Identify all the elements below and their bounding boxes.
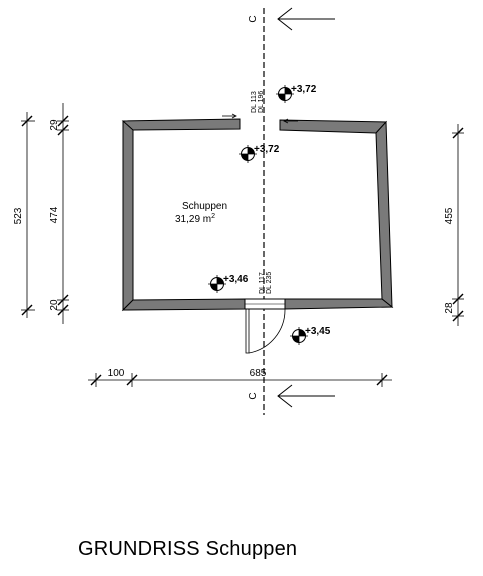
dimension-left-chain: 29 474 20 — [49, 103, 69, 324]
section-letter-top: C — [248, 15, 259, 22]
dim-bottom-total: 685 — [250, 368, 267, 379]
opening-label-line2: DL 235 — [266, 272, 273, 294]
dim-bottom-left: 100 — [108, 368, 125, 379]
dim-left-mid: 474 — [49, 206, 60, 223]
level-label-3: +3,46 — [223, 274, 249, 285]
door-swing — [245, 308, 286, 354]
dim-right-bottom: 28 — [444, 302, 455, 314]
level-label-1: +3,72 — [291, 84, 317, 95]
opening-arrows — [222, 113, 298, 124]
dim-left-top: 29 — [49, 119, 60, 131]
level-label-2: +3,72 — [254, 144, 280, 155]
room-area-value: 31,29 m — [175, 214, 211, 225]
level-marker-4: +3,45 — [290, 326, 331, 345]
door-label-line2: DL 196 — [258, 91, 265, 113]
level-label-4: +3,45 — [305, 326, 331, 337]
section-marker-top: C — [248, 7, 335, 31]
room-area: 31,29 m2 — [175, 213, 215, 225]
level-marker-1: +3,72 — [276, 84, 317, 103]
dim-left-total: 523 — [13, 207, 24, 224]
door-label-line1: DL 113 — [251, 91, 258, 113]
dim-right-mid: 455 — [444, 207, 455, 224]
dimension-bottom-chain: 100 685 — [88, 368, 392, 387]
room-name: Schuppen — [182, 201, 227, 212]
opening-label-line1: DL 117 — [259, 272, 266, 294]
dim-left-bottom: 20 — [49, 299, 60, 311]
shed-walls — [121, 118, 394, 312]
dimension-left-total: 523 — [13, 112, 35, 318]
section-letter-bottom: C — [248, 392, 259, 399]
room-area-unit-sup: 2 — [211, 213, 215, 220]
section-marker-bottom: C — [248, 384, 335, 408]
dimension-right-chain: 455 28 — [444, 124, 464, 326]
level-marker-2: +3,72 — [239, 144, 280, 163]
page-title: GRUNDRISS Schuppen — [78, 538, 298, 560]
level-marker-3: +3,46 — [208, 274, 249, 293]
